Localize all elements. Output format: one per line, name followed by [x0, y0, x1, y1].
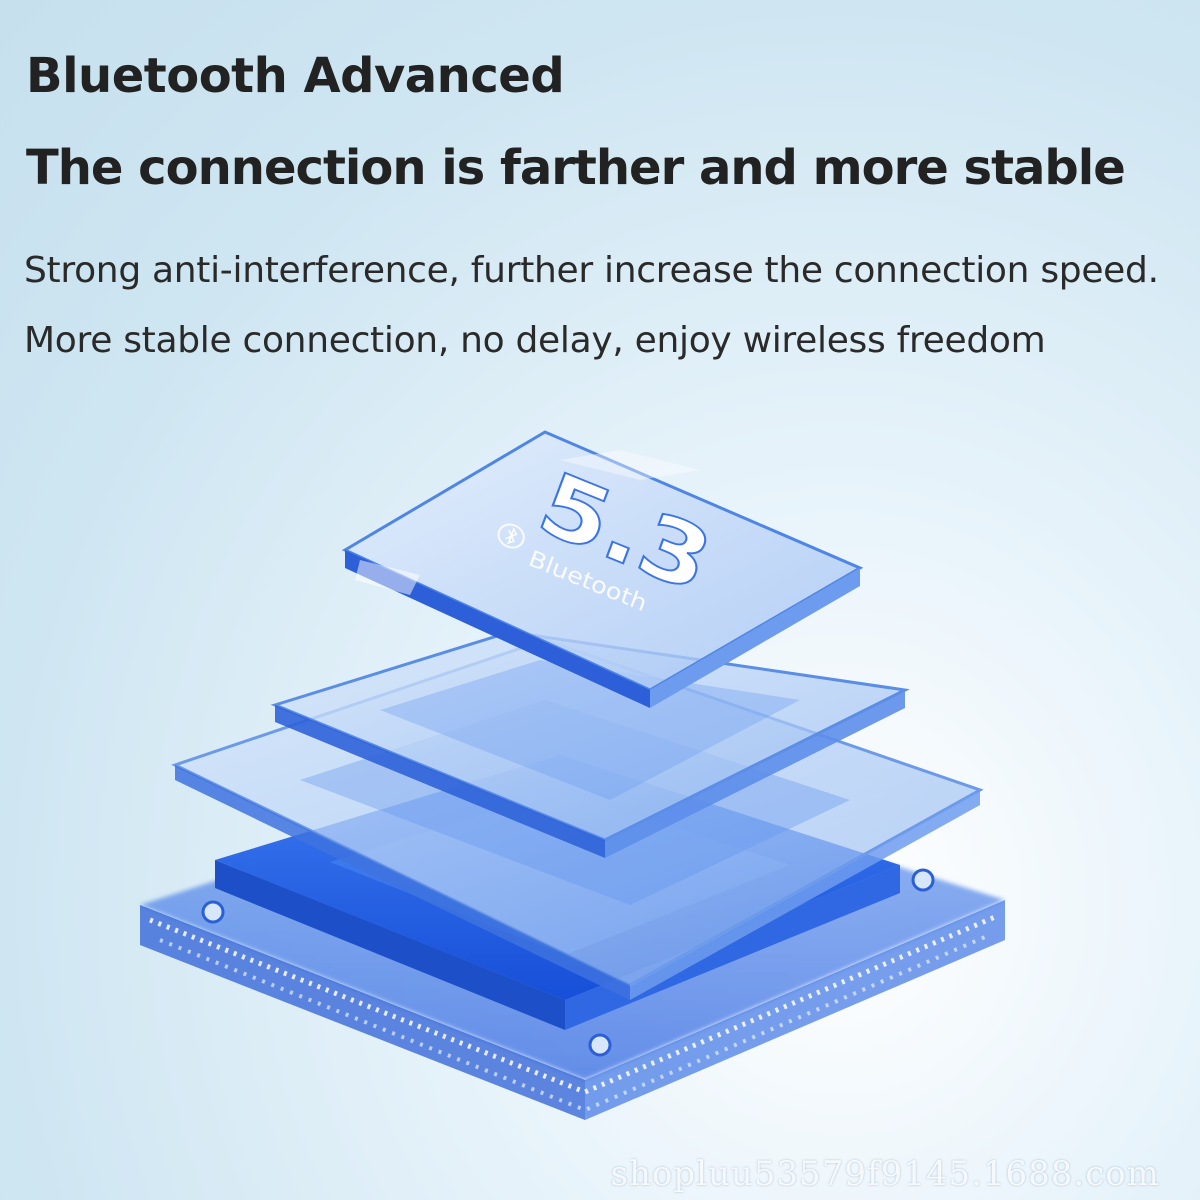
- bluetooth-chip-illustration: 5.3 Bluetooth: [140, 430, 1005, 1120]
- top-chip-plate: [341, 430, 864, 708]
- store-watermark: shopluu53579f9145.1688.com: [610, 1154, 1160, 1194]
- glass-plate-middle: [270, 630, 910, 858]
- headline-subtitle: The connection is farther and more stabl…: [26, 140, 1126, 196]
- feature-description: Strong anti-interference, further increa…: [24, 250, 1159, 361]
- bluetooth-icon: [497, 523, 525, 549]
- corner-pin-left: [201, 900, 225, 924]
- headline-title: Bluetooth Advanced: [26, 48, 565, 104]
- corner-pin-right: [911, 868, 935, 892]
- corner-pin-front: [588, 1033, 612, 1057]
